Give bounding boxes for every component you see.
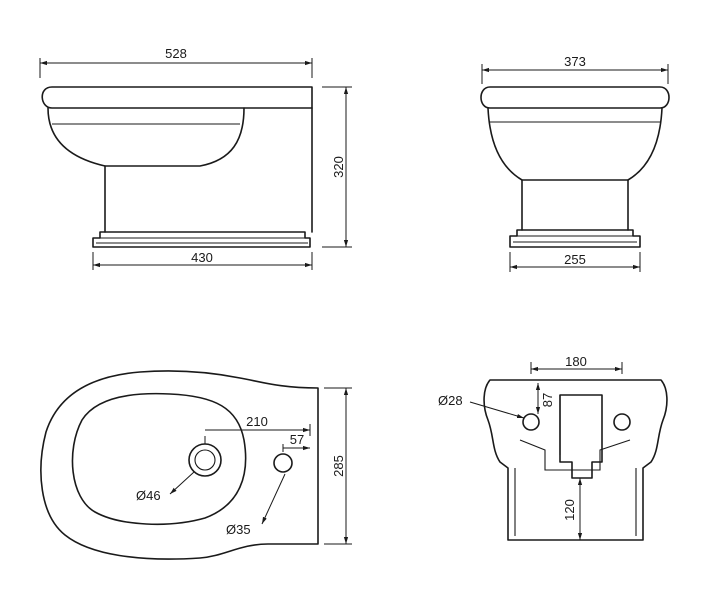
front-view: 373 255 <box>480 54 670 272</box>
tap-hole-offset-label: 210 <box>246 414 268 429</box>
front-base-width-label: 255 <box>564 252 586 267</box>
side-base-width-label: 430 <box>191 250 213 265</box>
fixing-height-label: 87 <box>540 393 555 407</box>
fixing-diameter-label: Ø28 <box>438 393 463 408</box>
drain-diameter-label: Ø46 <box>136 488 161 503</box>
fixing-spacing-label: 180 <box>565 354 587 369</box>
side-view: 528 320 430 <box>39 46 352 270</box>
tap-diameter-label: Ø35 <box>226 522 251 537</box>
waste-height-label: 120 <box>562 499 577 521</box>
front-top-width-label: 373 <box>564 54 586 69</box>
top-view: 285 210 57 Ø46 Ø35 <box>40 370 352 560</box>
side-overall-width-label: 528 <box>165 46 187 61</box>
rear-view: 180 87 120 Ø28 <box>438 354 668 541</box>
side-height-label: 320 <box>331 156 346 178</box>
overflow-offset-label: 57 <box>290 432 304 447</box>
top-depth-label: 285 <box>331 455 346 477</box>
